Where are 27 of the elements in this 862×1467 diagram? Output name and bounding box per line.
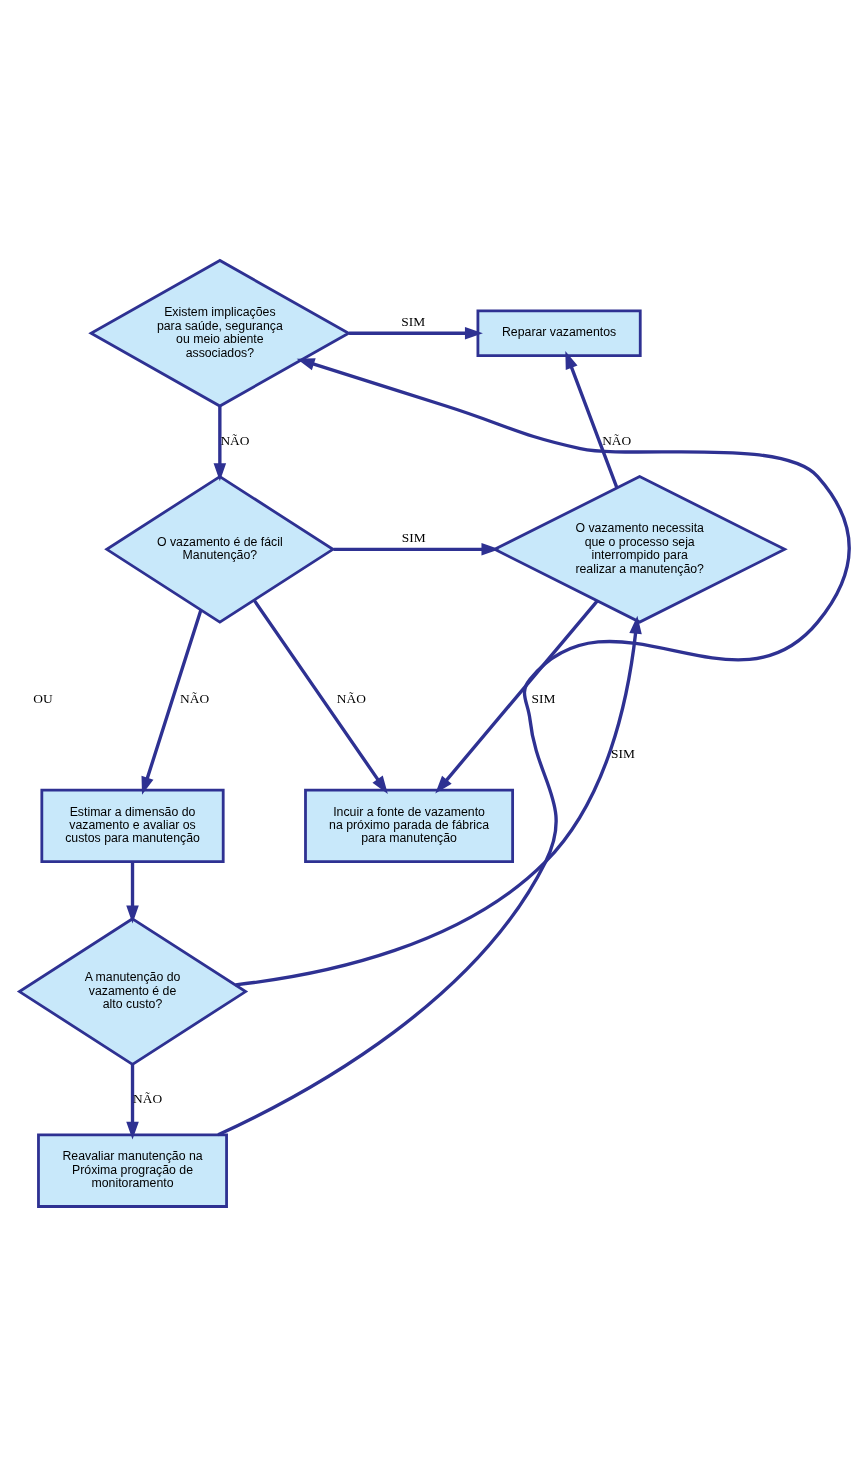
- node-diamond: O vazamento é de fácil Manutenção?: [104, 474, 336, 624]
- edge-label: NÃO: [602, 432, 632, 448]
- arrow: [217, 358, 851, 1137]
- edge-label: SIM: [531, 690, 556, 706]
- edge-label: SIM: [401, 314, 426, 330]
- arrow: [252, 599, 388, 794]
- node-box: Estimar a dimensão do vazamento e avaliar os custos para manutenção: [40, 788, 225, 864]
- arrow: [349, 326, 483, 340]
- edge-label: NÃO: [180, 690, 210, 706]
- edge-label: NÃO: [336, 690, 366, 706]
- node-box: Reparar vazamentos: [476, 309, 642, 358]
- arrow: [333, 543, 500, 556]
- arrow: [126, 862, 139, 924]
- edge-label: SIM: [610, 746, 635, 762]
- node-diamond: A manutenção do vazamento é de alto custo?: [16, 917, 249, 1066]
- arrow: [565, 350, 619, 489]
- edge-label: NÃO: [220, 432, 250, 448]
- node-diamond: Existem implicações para saúde, segurança ou meio abiente associados?: [88, 258, 352, 408]
- node-box: Incuir a fonte de vazamento na próximo parada de fábrica para manutenção: [304, 788, 514, 864]
- label: OU: [33, 690, 53, 706]
- arrow: [213, 406, 227, 482]
- arrow: [235, 615, 642, 987]
- arrow: [126, 1064, 139, 1140]
- edge-label: SIM: [401, 530, 426, 546]
- node-box: Reavaliar manutenção na Próxima progração de monitoramento: [37, 1133, 228, 1208]
- arrow: [141, 609, 203, 795]
- arrow: [435, 600, 599, 794]
